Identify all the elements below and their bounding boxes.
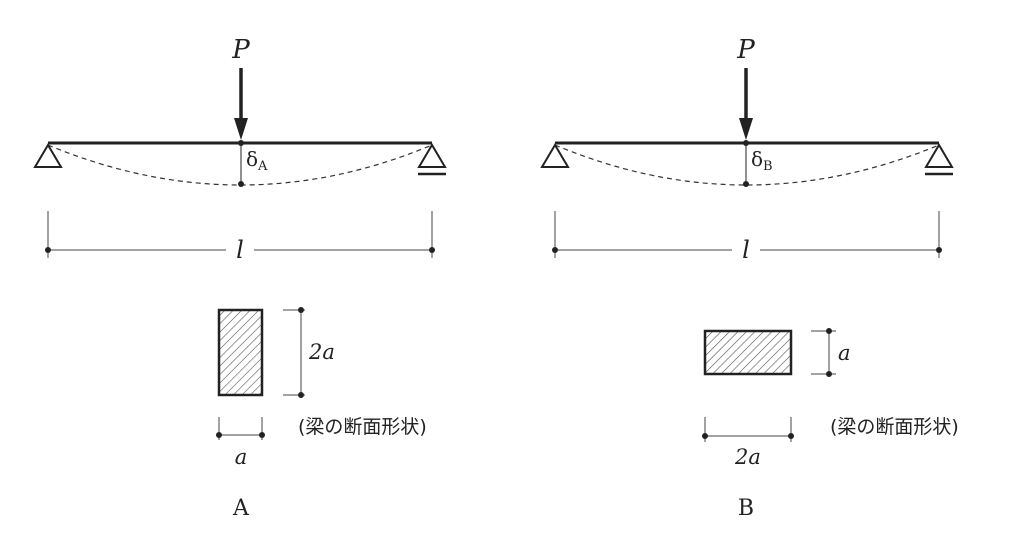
section-height-label: a xyxy=(838,341,851,365)
load-label: P xyxy=(736,35,755,65)
section-caption: (梁の断面形状) xyxy=(298,416,427,438)
diagram-a: P δA l xyxy=(33,35,447,521)
case-label: B xyxy=(738,496,754,521)
diagram-b: P δB l xyxy=(540,35,959,521)
section-height-dimension xyxy=(283,307,305,398)
span-dimension xyxy=(552,211,942,258)
roller-support-right xyxy=(924,143,954,176)
load-arrow xyxy=(234,68,248,140)
section-width-dimension xyxy=(216,417,265,440)
pin-support-left xyxy=(33,143,63,168)
roller-support-right xyxy=(417,143,447,176)
cross-section xyxy=(703,329,793,376)
deflected-shape xyxy=(554,144,940,186)
span-label: l xyxy=(236,236,244,264)
span-label: l xyxy=(742,236,750,264)
deflection-label: δA xyxy=(246,147,268,174)
section-height-label: 2a xyxy=(308,340,335,364)
pin-support-left xyxy=(540,143,570,168)
load-arrow xyxy=(739,68,753,140)
deflected-point xyxy=(743,181,749,187)
load-label: P xyxy=(231,35,250,65)
section-width-label: 2a xyxy=(734,445,761,469)
case-label: A xyxy=(232,496,250,521)
section-height-dimension xyxy=(811,328,836,377)
section-caption: (梁の断面形状) xyxy=(830,416,959,438)
deflected-point xyxy=(238,181,244,187)
cross-section xyxy=(217,308,264,397)
section-width-dimension xyxy=(702,417,794,442)
section-width-label: a xyxy=(235,445,248,469)
deflected-shape xyxy=(47,144,433,186)
deflection-label: δB xyxy=(751,147,773,174)
span-dimension xyxy=(45,211,435,258)
